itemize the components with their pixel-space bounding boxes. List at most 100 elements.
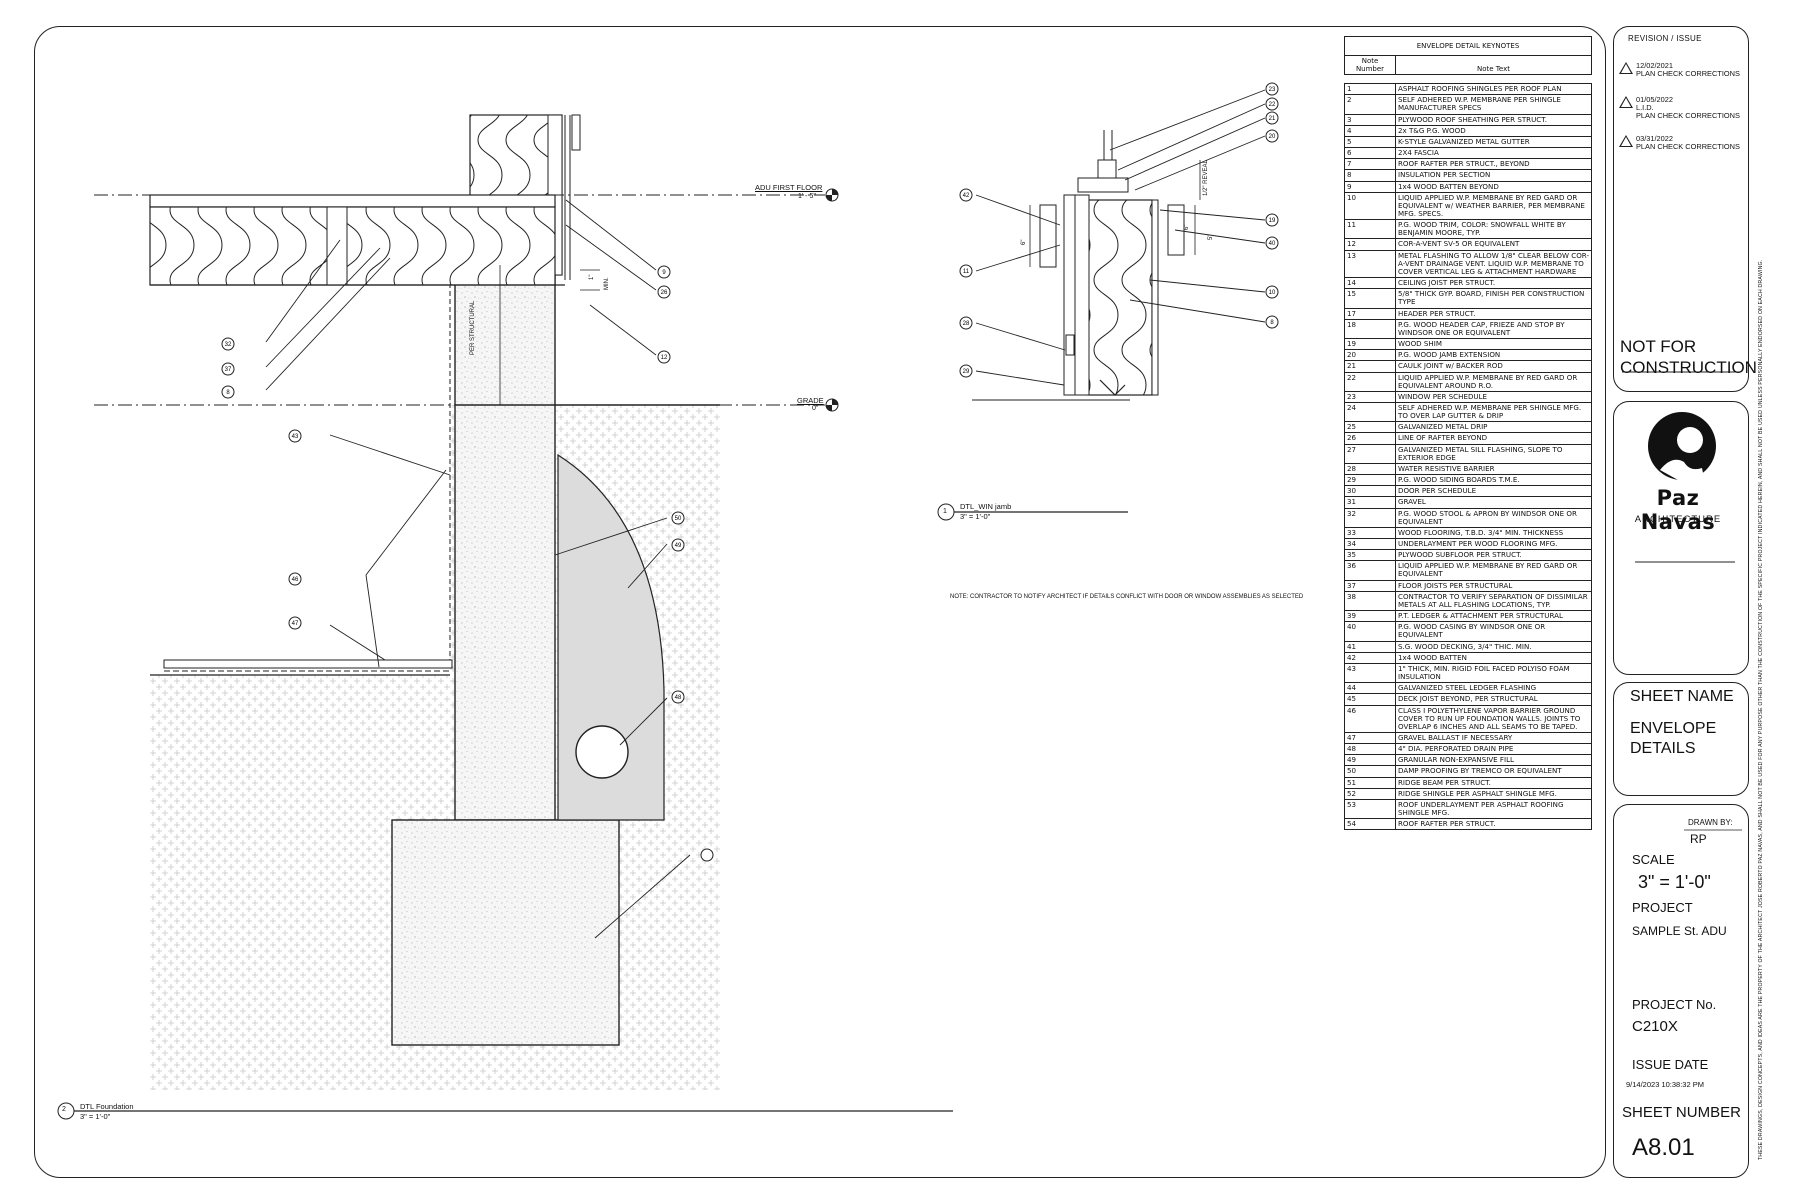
keynote-number: 32 [1344, 507, 1396, 528]
tag-12: 12 [657, 350, 671, 364]
disclaimer-note: THESE DRAWINGS, DESIGN CONCEPTS, AND IDE… [1758, 259, 1764, 1160]
keynote-text: 2X4 FASCIA [1395, 147, 1592, 160]
tag-46: 46 [288, 572, 302, 586]
keynote-text: PLYWOOD SUBFLOOR PER STRUCT. [1395, 549, 1592, 562]
stamp-line-2: CONSTRUCTION [1620, 358, 1757, 377]
keynote-text: CAULK JOINT w/ BACKER ROD [1395, 360, 1592, 373]
keynote-text: DECK JOIST BEYOND, PER STRUCTURAL [1395, 693, 1592, 706]
tag-8b: 8 [1265, 315, 1279, 329]
revision-date: 12/02/2021 [1636, 61, 1673, 70]
keynote-text: ASPHALT ROOFING SHINGLES PER ROOF PLAN [1395, 83, 1592, 96]
tag-8: 8 [221, 385, 235, 399]
revision-delta-icon [1619, 135, 1633, 147]
project-no: C210X [1632, 1018, 1678, 1035]
tag-23: 23 [1265, 82, 1279, 96]
not-for-construction-stamp: NOT FOR CONSTRUCTION [1620, 336, 1757, 378]
tag-text: 23 [1269, 87, 1276, 93]
sheet-name-panel [1613, 682, 1749, 796]
keynote-text: 1x4 WOOD BATTEN [1395, 651, 1592, 664]
dim-c: 5" [1208, 234, 1214, 240]
keynote-text: DOOR PER SCHEDULE [1395, 485, 1592, 498]
per-structural-label: PER STRUCTURAL [470, 300, 476, 355]
keynote-number: 17 [1344, 307, 1396, 320]
keynote-number: 35 [1344, 549, 1396, 562]
keynote-number: 1 [1344, 83, 1396, 96]
tag-26: 26 [657, 285, 671, 299]
jamb-insulation [1087, 199, 1153, 396]
drawn-by: RP [1690, 832, 1707, 846]
tag-29: 29 [959, 364, 973, 378]
revision-desc: L.I.D. [1636, 103, 1654, 113]
tag-11: 11 [959, 264, 973, 278]
min-dim: 1" [589, 274, 595, 280]
project-no-label: PROJECT No. [1632, 997, 1717, 1012]
level-first-floor-elev: 1' - 5" [798, 193, 816, 200]
keynote-number: 53 [1344, 798, 1396, 820]
tag-text: 48 [675, 695, 682, 701]
sheet-name-line-1: ENVELOPE [1630, 720, 1717, 737]
sheet-border [34, 26, 1606, 1178]
keynote-number: 4 [1344, 124, 1396, 137]
keynote-text: GALVANIZED METAL SILL FLASHING, SLOPE TO… [1395, 443, 1592, 464]
tag-text: 20 [1269, 134, 1276, 140]
scale-value: 3" = 1'-0" [1638, 872, 1711, 892]
revision-title: REVISION / ISSUE [1628, 34, 1702, 43]
col-header-number: Note Number [1344, 55, 1396, 76]
window-tags: 23 22 21 20 42 11 28 29 19 40 10 8 [959, 82, 1279, 378]
tag-text: 21 [1269, 116, 1276, 122]
keynote-text: P.G. WOOD TRIM, COLOR: SNOWFALL WHITE BY… [1395, 219, 1592, 240]
tag-text: 49 [675, 543, 682, 549]
keynote-number: 20 [1344, 349, 1396, 362]
level-grade-label: GRADE [797, 396, 824, 405]
revision-delta-icon [1619, 96, 1633, 108]
keynote-text: PLYWOOD ROOF SHEATHING PER STRUCT. [1395, 113, 1592, 126]
tag-42: 42 [959, 188, 973, 202]
granular-fill [557, 453, 665, 821]
issue-date-label: ISSUE DATE [1632, 1057, 1709, 1072]
detail-1-title: DTL_WIN jamb [960, 502, 1012, 511]
keynote-number: 19 [1344, 338, 1396, 351]
keynote-text: P.G. WOOD SIDING BOARDS T.M.E. [1395, 474, 1592, 487]
keynote-text: CONTRACTOR TO VERIFY SEPARATION OF DISSI… [1395, 590, 1592, 612]
keynote-number: 22 [1344, 371, 1396, 392]
revision-date: 01/05/2022 [1636, 95, 1673, 104]
sheet-number: A8.01 [1632, 1134, 1695, 1161]
tag-text: 9 [662, 270, 666, 276]
revision-desc: PLAN CHECK CORRECTIONS [1636, 69, 1740, 79]
tag-40: 40 [1265, 236, 1279, 250]
tag-19: 19 [1265, 213, 1279, 227]
keynote-text: COR-A-VENT SV-5 OR EQUIVALENT [1395, 238, 1592, 251]
tag-22: 22 [1265, 97, 1279, 111]
contractor-note: NOTE: CONTRACTOR TO NOTIFY ARCHITECT IF … [950, 594, 1304, 600]
keynote-number: 3 [1344, 113, 1396, 126]
keynote-text: ROOF RAFTER PER STRUCT. [1395, 818, 1592, 831]
tag-text: 8 [1270, 320, 1274, 326]
tag-43: 43 [288, 429, 302, 443]
tag-48: 48 [671, 690, 685, 704]
detail-2-title: DTL Foundation [80, 1102, 134, 1111]
keynote-number: 25 [1344, 421, 1396, 434]
tag-text: 29 [963, 369, 970, 375]
tag-10: 10 [1265, 285, 1279, 299]
keynote-number: 7 [1344, 158, 1396, 171]
subfloor [149, 194, 556, 208]
tag-text: 37 [225, 367, 232, 373]
